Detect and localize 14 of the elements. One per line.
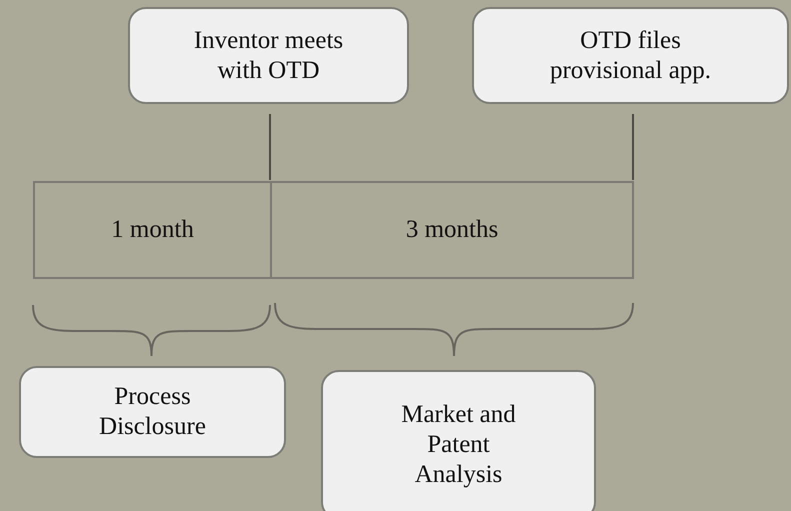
node-label: Inventor meets with OTD xyxy=(192,26,344,86)
timeline-segment xyxy=(33,181,272,279)
node-label: Process Disclosure xyxy=(98,382,207,442)
timeline-segment xyxy=(270,181,634,279)
leader-line xyxy=(269,114,271,180)
node-label: OTD files provisional app. xyxy=(548,26,712,86)
node-label: Market and Patent Analysis xyxy=(400,400,517,490)
node-label: 3 months xyxy=(406,215,498,245)
node-label: 1 month xyxy=(111,215,194,245)
callout-box xyxy=(19,366,286,458)
callout-box xyxy=(128,7,409,104)
callout-box xyxy=(321,370,596,511)
leader-line xyxy=(632,114,634,180)
callout-box xyxy=(472,7,789,104)
